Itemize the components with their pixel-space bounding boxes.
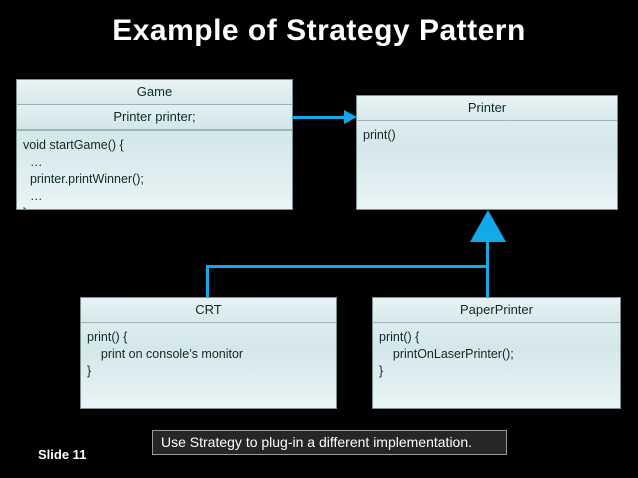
code-line: printOnLaserPrinter();	[379, 347, 514, 361]
code-line: }	[23, 205, 292, 209]
code-line: printer.printWinner();	[23, 172, 144, 186]
slide-number: Slide 11	[38, 447, 87, 462]
class-attribute-game: Printer printer;	[17, 105, 292, 131]
inheritance-triangle-icon	[470, 210, 506, 242]
code-line: }	[379, 364, 384, 378]
caption-box: Use Strategy to plug-in a different impl…	[152, 430, 507, 455]
class-body-printer: print()	[357, 121, 617, 144]
code-line: }	[87, 364, 92, 378]
page-title: Example of Strategy Pattern	[112, 14, 526, 47]
generalization-branch-crt	[206, 265, 209, 298]
class-body-crt: print() { print on console’s monitor }	[81, 323, 336, 380]
code-line: …	[23, 155, 43, 169]
code-line: print() {	[379, 330, 420, 344]
class-name-game: Game	[17, 80, 292, 105]
arrow-head-icon	[344, 110, 357, 124]
code-line: …	[23, 189, 43, 203]
code-line: print() {	[87, 330, 128, 344]
class-name-printer: Printer	[357, 96, 617, 121]
class-box-game[interactable]: Game Printer printer; void startGame() {…	[16, 79, 293, 210]
code-line: print()	[363, 128, 396, 142]
association-line-game-printer	[292, 116, 347, 119]
class-name-paperprinter: PaperPrinter	[373, 298, 620, 323]
code-line: void startGame() {	[23, 138, 124, 152]
generalization-branch-paperprinter	[486, 265, 489, 298]
class-box-paperprinter[interactable]: PaperPrinter print() { printOnLaserPrint…	[372, 297, 621, 409]
code-line: print on console’s monitor	[87, 347, 244, 361]
generalization-bar	[206, 265, 489, 268]
class-body-game: void startGame() { … printer.printWinner…	[17, 131, 292, 209]
class-body-paperprinter: print() { printOnLaserPrinter(); }	[373, 323, 620, 380]
class-name-crt: CRT	[81, 298, 336, 323]
generalization-stem	[486, 241, 489, 267]
class-box-crt[interactable]: CRT print() { print on console’s monitor…	[80, 297, 337, 409]
class-box-printer[interactable]: Printer print()	[356, 95, 618, 210]
